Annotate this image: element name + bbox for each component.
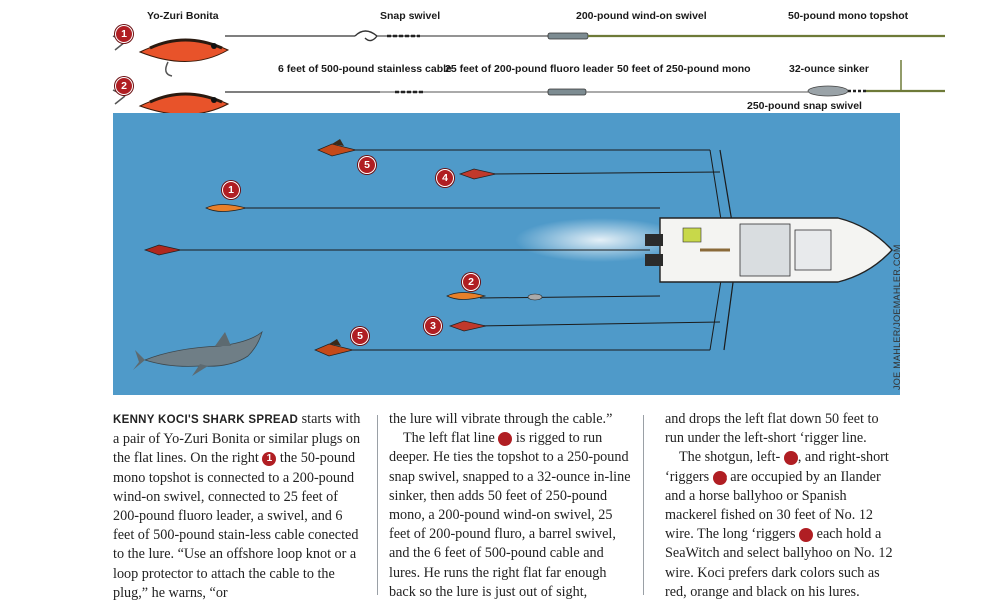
windon-swivel-1: [547, 32, 589, 40]
article-column-2: the lure will vibrate through the cable.…: [389, 410, 633, 602]
spread-badge-1: 1: [222, 181, 240, 199]
inline-badge-2: 2: [498, 432, 518, 447]
lure-short-rigger-right: [448, 320, 487, 332]
windon-swivel-2: [547, 88, 587, 96]
lure-flat-left: [446, 292, 487, 300]
boat: [645, 217, 893, 283]
rig-2: [225, 60, 945, 97]
label-stainless-cable: 6 feet of 500-pound stainless cable: [278, 63, 452, 75]
inline-badge-4: 4: [712, 470, 732, 485]
lure-short-rigger-left: [458, 168, 497, 180]
paragraph-4: The shotgun, left- 3, and right-short ‘r…: [665, 449, 893, 600]
label-yozuri: Yo-Zuri Bonita: [147, 10, 219, 22]
label-mono-250: 50 feet of 250-pound mono: [617, 63, 751, 75]
article-column-3: and drops the left flat down 50 feet to …: [665, 410, 897, 602]
line-short-rigger-right: [474, 321, 721, 327]
lure-shotgun: [143, 244, 182, 256]
rig-diagram: [112, 30, 945, 115]
column-divider-1: [377, 415, 378, 595]
spread-badge-5-top: 5: [358, 156, 376, 174]
spread-badge-4: 4: [436, 169, 454, 187]
inline-badge-3: 3: [783, 451, 803, 466]
label-snap-swivel-250: 250-pound snap swivel: [747, 100, 862, 112]
spread-badge-5-bottom: 5: [351, 327, 369, 345]
article-column-1: KENNY KOCI'S SHARK SPREAD starts with a …: [113, 410, 367, 603]
lure-long-rigger-left: [317, 139, 357, 157]
spread-diagram: [113, 113, 900, 395]
label-windon-swivel: 200-pound wind-on swivel: [576, 10, 707, 22]
lure-flat-right: [205, 204, 248, 212]
label-sinker: 32-ounce sinker: [789, 63, 869, 75]
prop-wash: [515, 218, 685, 262]
sinker-spread: [527, 293, 543, 301]
rig-1: [225, 30, 945, 42]
label-fluoro-leader: 25 feet of 200-pound fluoro leader: [445, 63, 614, 75]
photo-credit: JOE MAHLER/JOEMAHLER.COM: [892, 244, 902, 390]
shark: [133, 330, 263, 376]
yozuri-plug-1: [112, 35, 230, 77]
spread-badge-3: 3: [424, 317, 442, 335]
line-short-rigger-left: [489, 171, 721, 175]
snap-swivel-1: [354, 30, 378, 42]
sinker-32oz: [807, 85, 849, 97]
lure-long-rigger-right: [314, 339, 354, 357]
paragraph-1: KENNY KOCI'S SHARK SPREAD starts with a …: [113, 411, 361, 601]
paragraph-2-end: the lure will vibrate through the cable.…: [389, 411, 613, 427]
lead-in: KENNY KOCI'S SHARK SPREAD: [113, 414, 299, 426]
paragraph-3: The left flat line 2 is rigged to run de…: [389, 430, 631, 600]
spread-badge-2: 2: [462, 273, 480, 291]
rig-1-badge: 1: [115, 25, 133, 43]
inline-badge-5: 5: [799, 528, 819, 543]
paragraph-3-end: and drops the left flat down 50 feet to …: [665, 411, 879, 447]
label-mono-topshot: 50-pound mono topshot: [788, 10, 909, 22]
inline-badge-1: 1: [262, 452, 277, 467]
column-divider-2: [643, 415, 644, 595]
line-flat-left: [479, 295, 661, 299]
rig-2-badge: 2: [115, 77, 133, 95]
label-snap-swivel: Snap swivel: [380, 10, 441, 22]
